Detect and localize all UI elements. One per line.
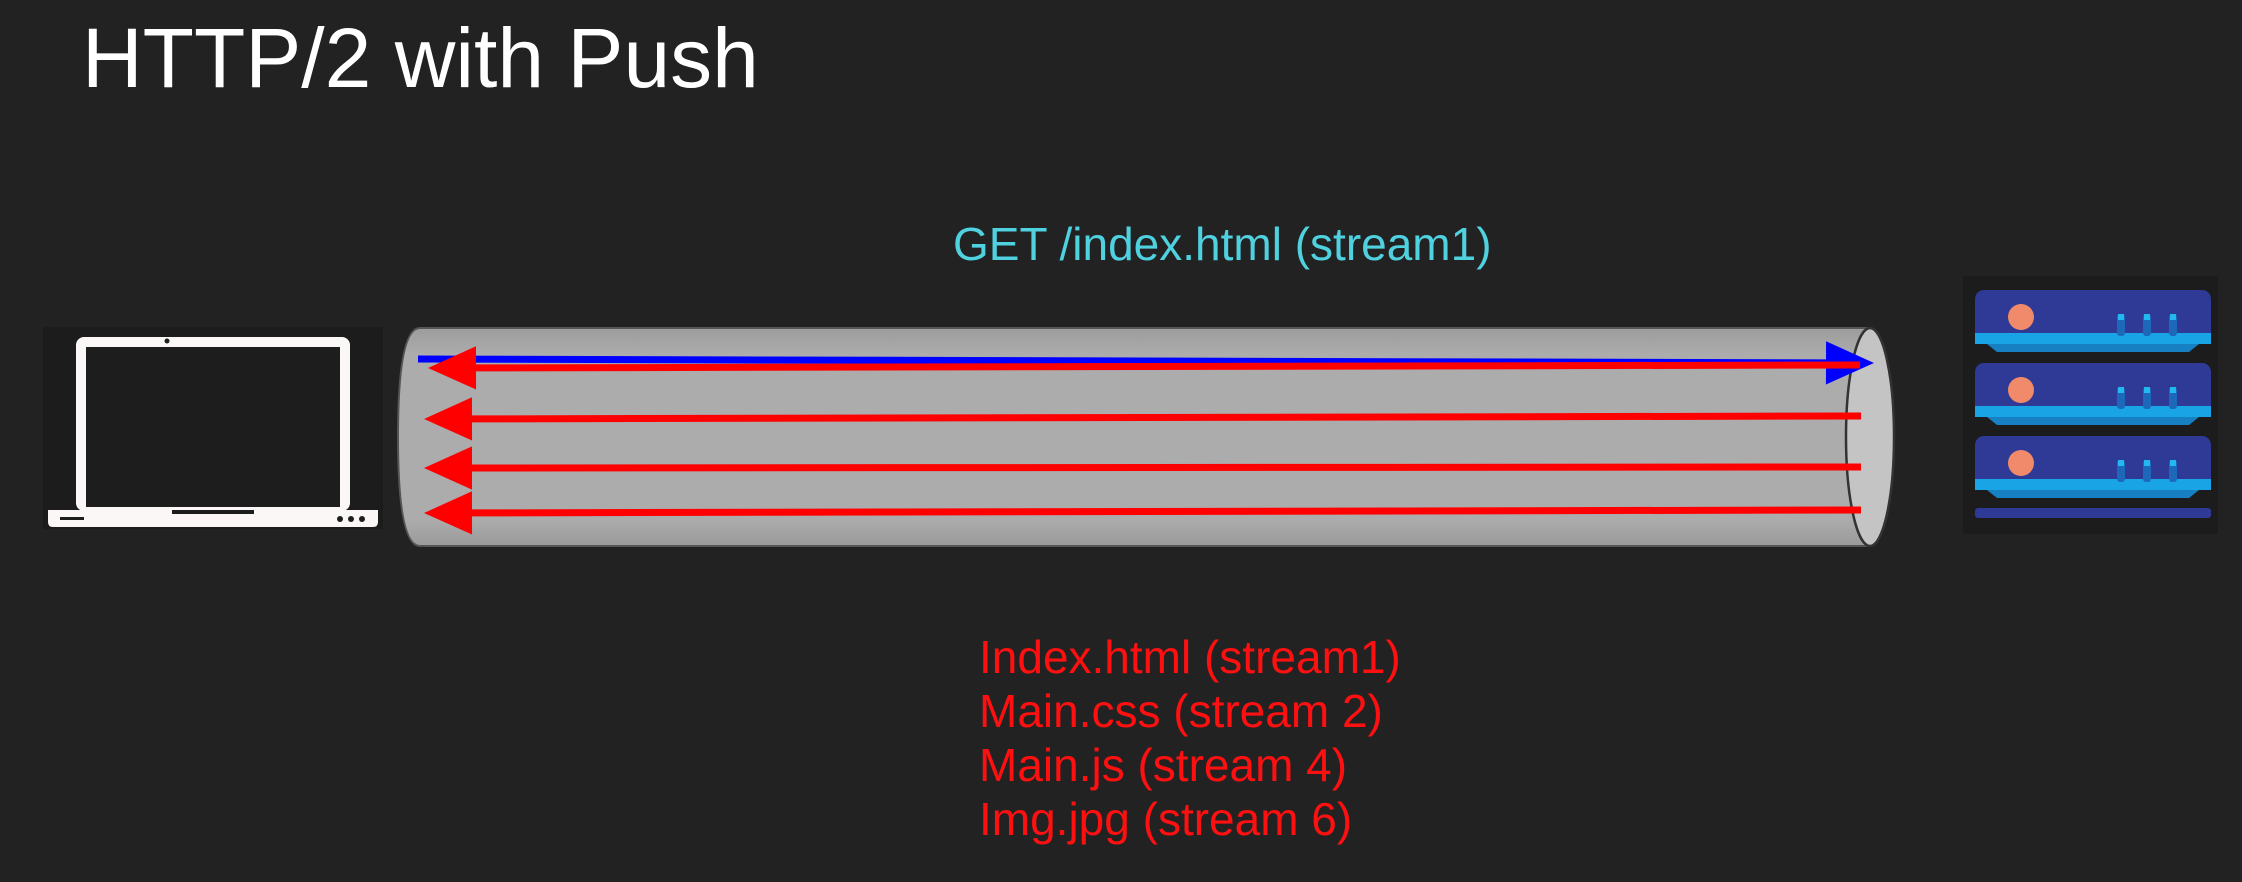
pipe (396, 326, 1896, 548)
response-arrow (424, 397, 1862, 441)
server-unit (1975, 436, 2211, 498)
status-led-icon (2008, 377, 2034, 403)
server-unit (1975, 290, 2211, 352)
status-led-icon (2008, 450, 2034, 476)
server-unit (1975, 363, 2211, 425)
server-rack-icon (1963, 276, 2218, 534)
response-arrow (424, 491, 1862, 535)
response-item: Index.html (stream1) (979, 631, 1401, 683)
response-item: Main.js (stream 4) (979, 739, 1348, 791)
slide-title: HTTP/2 with Push (82, 11, 759, 105)
response-item: Main.css (stream 2) (979, 685, 1383, 737)
request-label: GET /index.html (stream1) (953, 218, 1492, 270)
laptop-icon (43, 327, 383, 529)
stream-arrows (417, 341, 1874, 535)
response-item: Img.jpg (stream 6) (979, 793, 1353, 845)
response-arrow (424, 446, 1862, 490)
response-list: Index.html (stream1)Main.css (stream 2)M… (979, 630, 1401, 846)
status-led-icon (2008, 304, 2034, 330)
response-arrow (428, 346, 1861, 390)
